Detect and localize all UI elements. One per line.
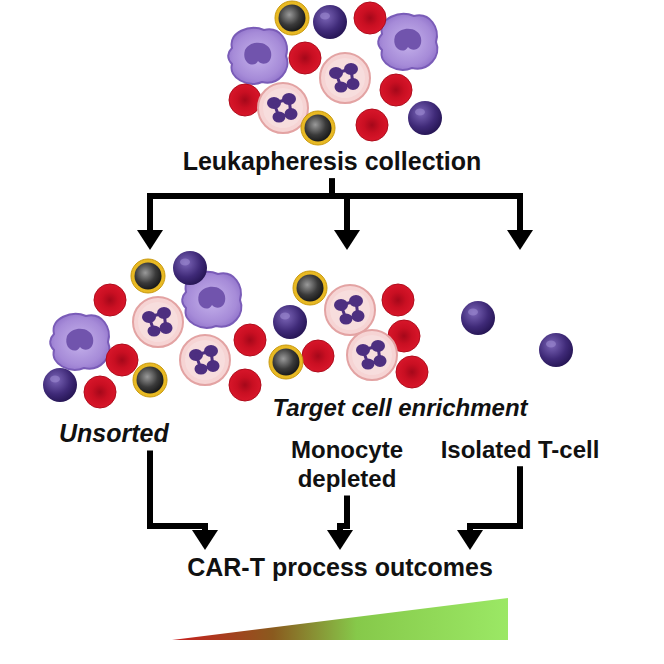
flow-arrow [137,182,332,251]
node-text: Monocyte depleted [262,435,432,494]
source-label: Leukapheresis collection [150,0,514,179]
outcome-label: CAR-T process outcomes [150,552,530,585]
node-text: Unsorted [59,418,275,449]
flow-line [340,499,347,531]
group-label: Target cell enrichment [245,393,555,422]
flow-arrow [332,182,533,251]
flow-line [150,454,205,532]
branch-label: Monocyte depleted [262,252,432,496]
arrow-head [507,230,533,250]
arrow-head [327,530,353,550]
node-text: Leukapheresis collection [150,146,514,177]
flow-line [470,469,520,531]
flow-arrow [332,182,360,251]
flow-line [150,182,332,232]
branch-label: Isolated T-cell [440,252,600,466]
flow-arrow [150,454,218,551]
flow-arrow [327,499,353,550]
arrow-head [192,530,218,550]
arrow-head [334,230,360,250]
arrow-head [457,530,483,550]
node-text: CAR-T process outcomes [150,552,530,583]
flow-line [332,182,520,232]
branch-label: Unsorted [35,252,275,451]
flow-arrow [457,469,520,550]
node-text: Isolated T-cell [440,435,600,464]
arrow-head [137,230,163,250]
